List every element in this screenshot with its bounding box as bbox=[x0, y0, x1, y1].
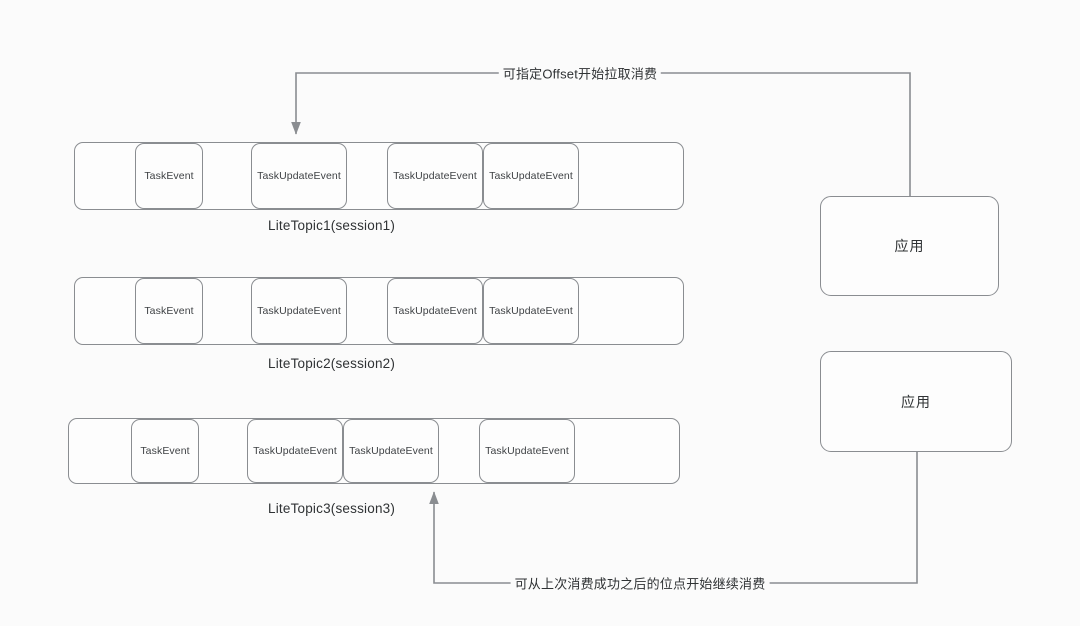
cell-label: TaskEvent bbox=[140, 445, 190, 457]
topic-cell[interactable]: TaskUpdateEvent bbox=[483, 143, 579, 209]
topic-cell[interactable] bbox=[575, 419, 679, 483]
cell-label: TaskUpdateEvent bbox=[257, 305, 341, 317]
topic-cell[interactable] bbox=[347, 143, 387, 209]
topic-cell[interactable]: TaskUpdateEvent bbox=[479, 419, 575, 483]
topic-row-litetopic3[interactable]: TaskEvent TaskUpdateEvent TaskUpdateEven… bbox=[68, 418, 680, 484]
cell-label: TaskUpdateEvent bbox=[349, 445, 433, 457]
topic-row-litetopic1[interactable]: TaskEvent TaskUpdateEvent TaskUpdateEven… bbox=[74, 142, 684, 210]
cell-label: TaskEvent bbox=[144, 305, 194, 317]
topic-caption-litetopic3: LiteTopic3(session3) bbox=[268, 501, 396, 516]
cell-label: TaskUpdateEvent bbox=[485, 445, 569, 457]
topic-cell[interactable]: TaskUpdateEvent bbox=[251, 278, 347, 344]
topic-cell[interactable]: TaskUpdateEvent bbox=[387, 278, 483, 344]
topic-cell[interactable] bbox=[69, 419, 131, 483]
topic-cell[interactable] bbox=[199, 419, 247, 483]
topic-cell[interactable] bbox=[203, 143, 251, 209]
topic-cell[interactable]: TaskUpdateEvent bbox=[343, 419, 439, 483]
topic-row-litetopic2[interactable]: TaskEvent TaskUpdateEvent TaskUpdateEven… bbox=[74, 277, 684, 345]
app-box-label: 应用 bbox=[901, 393, 931, 410]
app-box-2[interactable]: 应用 bbox=[820, 351, 1012, 452]
topic-cell[interactable] bbox=[579, 143, 681, 209]
cell-label: TaskUpdateEvent bbox=[489, 170, 573, 182]
cell-label: TaskUpdateEvent bbox=[393, 305, 477, 317]
cell-label: TaskUpdateEvent bbox=[393, 170, 477, 182]
topic-cell[interactable] bbox=[347, 278, 387, 344]
topic-cell[interactable]: TaskEvent bbox=[131, 419, 199, 483]
app-box-1[interactable]: 应用 bbox=[820, 196, 999, 296]
edge-label-resume-offset: 可从上次消费成功之后的位点开始继续消费 bbox=[510, 573, 770, 593]
topic-cell[interactable] bbox=[579, 278, 681, 344]
topic-cell[interactable]: TaskUpdateEvent bbox=[251, 143, 347, 209]
topic-cell[interactable]: TaskUpdateEvent bbox=[247, 419, 343, 483]
topic-caption-litetopic2: LiteTopic2(session2) bbox=[268, 356, 396, 371]
edge-label-offset-pull: 可指定Offset开始拉取消费 bbox=[498, 63, 662, 83]
cell-label: TaskUpdateEvent bbox=[489, 305, 573, 317]
cell-label: TaskUpdateEvent bbox=[253, 445, 337, 457]
topic-caption-litetopic1: LiteTopic1(session1) bbox=[268, 218, 396, 233]
topic-cell[interactable] bbox=[75, 278, 135, 344]
topic-cell[interactable]: TaskEvent bbox=[135, 143, 203, 209]
topic-cell[interactable] bbox=[203, 278, 251, 344]
cell-label: TaskEvent bbox=[144, 170, 194, 182]
topic-cell[interactable]: TaskUpdateEvent bbox=[387, 143, 483, 209]
topic-cell[interactable]: TaskUpdateEvent bbox=[483, 278, 579, 344]
app-box-label: 应用 bbox=[894, 238, 925, 254]
topic-cell[interactable] bbox=[439, 419, 479, 483]
topic-cell[interactable] bbox=[75, 143, 135, 209]
topic-cell[interactable]: TaskEvent bbox=[135, 278, 203, 344]
cell-label: TaskUpdateEvent bbox=[257, 170, 341, 182]
